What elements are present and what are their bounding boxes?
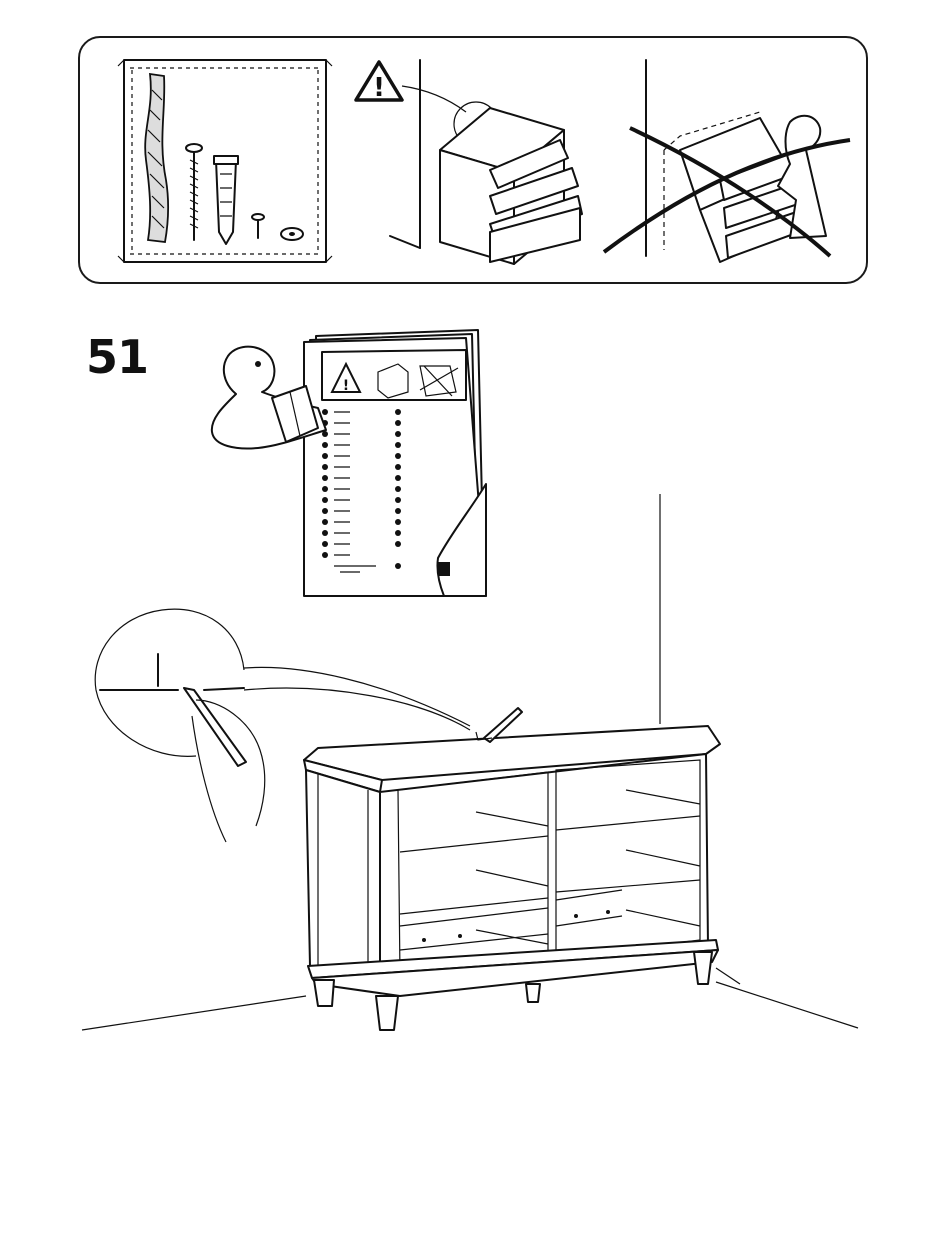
wall-plug-icon (214, 156, 238, 244)
washer-icon (281, 228, 303, 240)
short-screw-icon (252, 214, 264, 238)
long-screw-icon (186, 144, 202, 240)
tipping-dresser-crossed-illustration (604, 60, 850, 262)
anchored-dresser-illustration (390, 60, 582, 264)
instruction-booklet-icon: ! (304, 330, 486, 596)
wall-strap-icon (145, 74, 168, 242)
warning-symbol: ! (373, 73, 385, 103)
warning-triangle-icon: ! (356, 62, 402, 103)
booklet-warning-symbol: ! (343, 378, 349, 394)
